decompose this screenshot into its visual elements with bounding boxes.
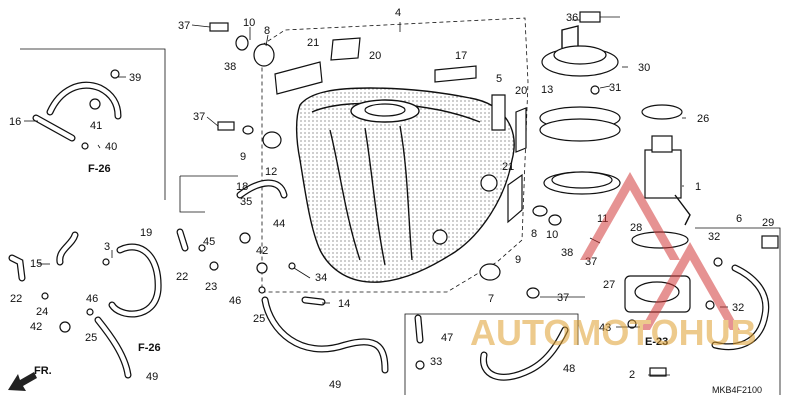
fuel-pump: [479, 104, 691, 313]
callout-14: 14: [338, 298, 350, 310]
callout-42: 42: [30, 321, 42, 333]
callout-42: 42: [256, 245, 268, 257]
callout-18: 18: [236, 181, 248, 193]
callout-6: 6: [736, 213, 742, 225]
callout-29: 29: [762, 217, 774, 229]
callout-22: 22: [176, 271, 188, 283]
callout-9: 9: [240, 151, 246, 163]
small-fittings: [41, 69, 779, 377]
callout-25: 25: [253, 313, 265, 325]
callout-7: 7: [488, 293, 494, 305]
watermark: AUTOMOTOHUB: [470, 172, 757, 353]
direction-arrow-icon: FR.: [8, 365, 52, 391]
callout-47: 47: [441, 332, 453, 344]
ref-label: F-26: [138, 342, 161, 354]
diagram-code: MKB4F2100: [712, 385, 762, 395]
pad-21b: [507, 173, 523, 224]
tank-pads: [274, 37, 527, 224]
fuel-cap: [541, 11, 620, 95]
callout-23: 23: [205, 281, 217, 293]
direction-label: FR.: [34, 365, 52, 377]
callout-37: 37: [178, 20, 190, 32]
callout-5: 5: [496, 73, 502, 85]
callout-25: 25: [85, 332, 97, 344]
callout-49: 49: [146, 371, 158, 383]
pad-17: [434, 65, 477, 83]
callout-4: 4: [395, 7, 401, 19]
callout-48: 48: [563, 363, 575, 375]
callout-30: 30: [638, 62, 650, 74]
callout-36: 36: [566, 12, 578, 24]
callout-16: 16: [9, 116, 21, 128]
callout-12: 12: [265, 166, 277, 178]
callout-10: 10: [546, 229, 558, 241]
callout-32: 32: [708, 231, 720, 243]
callout-39: 39: [129, 72, 141, 84]
callout-27: 27: [603, 279, 615, 291]
pad-20: [330, 37, 361, 61]
callouts: 1 2 3 4 5 6 7 8 8 9 9 10 10 11 12 13 14 …: [9, 7, 774, 391]
callout-31: 31: [609, 82, 621, 94]
callout-49: 49: [329, 379, 341, 391]
watermark-text: AUTOMOTOHUB: [470, 312, 757, 353]
callout-46: 46: [86, 293, 98, 305]
pad-20b: [515, 107, 527, 153]
callout-1: 1: [695, 181, 701, 193]
callout-22: 22: [10, 293, 22, 305]
callout-28: 28: [630, 222, 642, 234]
callout-34: 34: [315, 272, 327, 284]
callout-21: 21: [307, 37, 319, 49]
callout-17: 17: [455, 50, 467, 62]
callout-9: 9: [515, 254, 521, 266]
callout-26: 26: [697, 113, 709, 125]
callout-44: 44: [273, 218, 285, 230]
callout-20: 20: [515, 85, 527, 97]
frame-lines: [20, 17, 781, 395]
callout-41: 41: [90, 120, 102, 132]
callout-38: 38: [224, 61, 236, 73]
callout-8: 8: [531, 228, 537, 240]
key-icon: [579, 11, 601, 23]
callout-32: 32: [732, 302, 744, 314]
pad-5: [491, 94, 506, 131]
callout-2: 2: [629, 369, 635, 381]
callout-21: 21: [502, 161, 514, 173]
callout-40: 40: [105, 141, 117, 153]
callout-19: 19: [140, 227, 152, 239]
ref-label: F-26: [88, 163, 111, 175]
callout-35: 35: [240, 196, 252, 208]
callout-10: 10: [243, 17, 255, 29]
pad-21: [274, 61, 323, 95]
callout-3: 3: [104, 241, 110, 253]
callout-24: 24: [36, 306, 48, 318]
callout-33: 33: [430, 356, 442, 368]
hoses: [8, 81, 770, 381]
ref-label: E-23: [645, 336, 668, 348]
callout-37: 37: [193, 111, 205, 123]
callout-37: 37: [557, 292, 569, 304]
callout-46: 46: [229, 295, 241, 307]
upper-hardware: [209, 22, 282, 149]
callout-38: 38: [561, 247, 573, 259]
callout-15: 15: [30, 258, 42, 270]
tank-outline-box: [261, 17, 529, 293]
callout-8: 8: [264, 25, 270, 37]
fuel-tank: [295, 87, 515, 283]
callout-13: 13: [541, 84, 553, 96]
callout-11: 11: [597, 213, 608, 225]
callout-20: 20: [369, 50, 381, 62]
callout-45: 45: [203, 236, 215, 248]
callout-43: 43: [599, 322, 611, 334]
